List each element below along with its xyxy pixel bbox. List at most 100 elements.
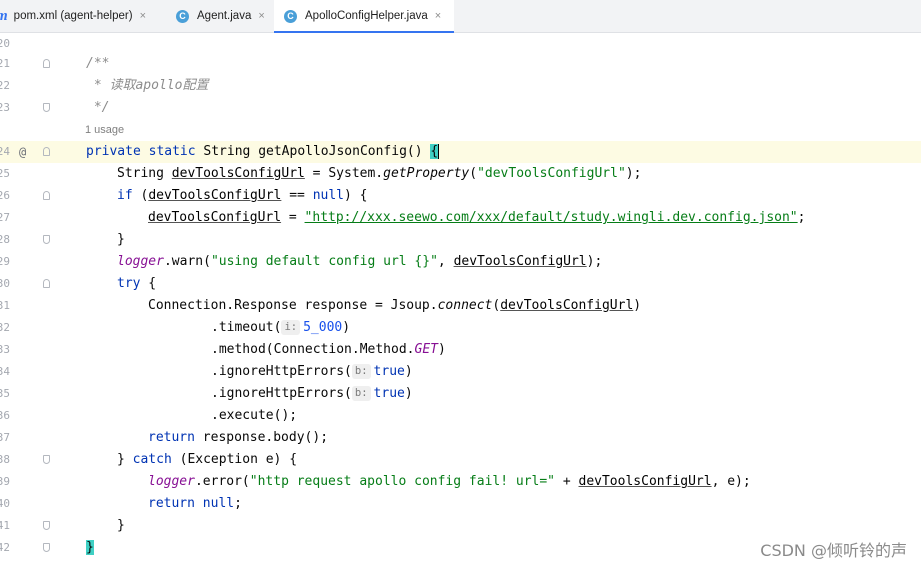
code-text: ); [586, 254, 603, 269]
line-number: 28 [0, 233, 10, 246]
text-cursor [438, 144, 440, 159]
code-text: .ignoreHttpErrors( [211, 386, 352, 401]
code-text: ) [404, 364, 413, 379]
fold-icon[interactable] [43, 543, 50, 552]
enum-constant: GET [414, 342, 438, 357]
fold-icon[interactable] [43, 235, 50, 244]
code-line: if (devToolsConfigUrl == null) { [62, 185, 921, 207]
fold-icon[interactable] [43, 279, 50, 288]
line-number: 38 [0, 453, 10, 466]
code-line: logger.error("http request apollo config… [62, 471, 921, 493]
code-text: Connection.Response response = Jsoup. [148, 298, 438, 313]
code-line: .ignoreHttpErrors(b:true) [62, 383, 921, 405]
code-text: ) [404, 386, 413, 401]
java-class-icon: C [284, 9, 297, 23]
variable: devToolsConfigUrl [578, 474, 712, 489]
code-area[interactable]: /** * 读取apollo配置 */ [62, 33, 921, 567]
code-line: } catch (Exception e) { [62, 449, 921, 471]
tab-pom-xml[interactable]: m pom.xml (agent-helper) × [0, 0, 166, 32]
code-text: { [140, 276, 157, 291]
code-text: .ignoreHttpErrors( [211, 364, 352, 379]
tab-label: pom.xml (agent-helper) [13, 10, 133, 22]
usage-hint[interactable]: 1 usage [85, 124, 125, 136]
code-line: devToolsConfigUrl = "http://xxx.seewo.co… [62, 207, 921, 229]
keyword: true [373, 364, 405, 379]
field: logger [117, 254, 164, 269]
variable: devToolsConfigUrl [453, 254, 587, 269]
tab-agent-java[interactable]: C Agent.java × [168, 0, 272, 32]
code-text: .execute(); [211, 408, 298, 423]
line-number: 31 [0, 299, 10, 312]
code-text: + [555, 474, 579, 489]
matched-brace: } [86, 540, 94, 555]
override-gutter-icon[interactable]: @ [19, 145, 27, 159]
code-line: * 读取apollo配置 [62, 75, 921, 97]
doc-comment: /** [86, 56, 110, 71]
tab-apollo-config-helper[interactable]: C ApolloConfigHelper.java × [274, 0, 454, 33]
line-number: 34 [0, 365, 10, 378]
line-number: 29 [0, 255, 10, 268]
code-line: String devToolsConfigUrl = System.getPro… [62, 163, 921, 185]
code-text: , [437, 254, 454, 269]
keyword: null [312, 188, 344, 203]
string-literal: "using default config url {}" [210, 254, 438, 269]
code-text: == [281, 188, 313, 203]
line-number: 40 [0, 497, 10, 510]
watermark: CSDN @倾听铃的声 [760, 541, 907, 560]
code-text: , e); [711, 474, 751, 489]
code-line: return response.body(); [62, 427, 921, 449]
parameter-hint: b: [351, 386, 371, 401]
code-text: .error( [194, 474, 250, 489]
close-icon[interactable]: × [139, 10, 146, 22]
doc-comment: */ [86, 100, 110, 115]
code-text: ( [132, 188, 149, 203]
line-number: 27 [0, 211, 10, 224]
matched-brace: { [430, 144, 439, 159]
line-number: 36 [0, 409, 10, 422]
code-text: response.body(); [194, 430, 329, 445]
code-editor[interactable]: 20 21 22 23 24@ 25 26 27 28 29 30 31 32 … [0, 33, 921, 567]
line-number: 24 [0, 145, 10, 158]
code-text: .warn( [163, 254, 211, 269]
java-class-icon: C [176, 9, 189, 23]
field: logger [148, 474, 195, 489]
line-number: 26 [0, 189, 10, 202]
fold-icon[interactable] [43, 455, 50, 464]
line-number: 35 [0, 387, 10, 400]
fold-icon[interactable] [43, 521, 50, 530]
code-line: /** [62, 53, 921, 75]
fold-icon[interactable] [43, 59, 50, 68]
doc-comment: 配置 [182, 78, 209, 93]
code-text: ( [469, 166, 478, 181]
variable: devToolsConfigUrl [148, 188, 282, 203]
code-area-body[interactable]: private static String getApolloJsonConfi… [62, 33, 921, 567]
keyword: true [373, 386, 405, 401]
line-number: 33 [0, 343, 10, 356]
fold-icon[interactable] [43, 191, 50, 200]
keyword: try [117, 276, 141, 291]
code-line: .timeout(i:5_000) [62, 317, 921, 339]
code-text: = [281, 210, 305, 225]
tab-label: Agent.java [197, 10, 252, 22]
line-number: 25 [0, 167, 10, 180]
close-icon[interactable]: × [258, 10, 265, 22]
type: String [117, 166, 172, 181]
static-method: getProperty [383, 166, 470, 181]
code-text: .method(Connection.Method. [211, 342, 415, 357]
code-text: ( [492, 298, 501, 313]
string-literal: "http://xxx.seewo.com/xxx/default/study.… [304, 210, 798, 225]
variable: devToolsConfigUrl [171, 166, 305, 181]
code-text [195, 496, 203, 511]
close-icon[interactable]: × [434, 10, 442, 22]
maven-icon: m [0, 8, 8, 25]
code-line: .execute(); [62, 405, 921, 427]
code-text: ) [437, 342, 446, 357]
keyword: return [148, 430, 195, 445]
method-signature: String getApolloJsonConfig() [203, 144, 431, 159]
keyword: private static [86, 144, 204, 159]
fold-icon[interactable] [43, 147, 50, 156]
fold-icon[interactable] [43, 103, 50, 112]
code-text: ) [342, 320, 351, 335]
tab-label: ApolloConfigHelper.java [305, 10, 428, 22]
code-text: (Exception e) { [171, 452, 298, 467]
